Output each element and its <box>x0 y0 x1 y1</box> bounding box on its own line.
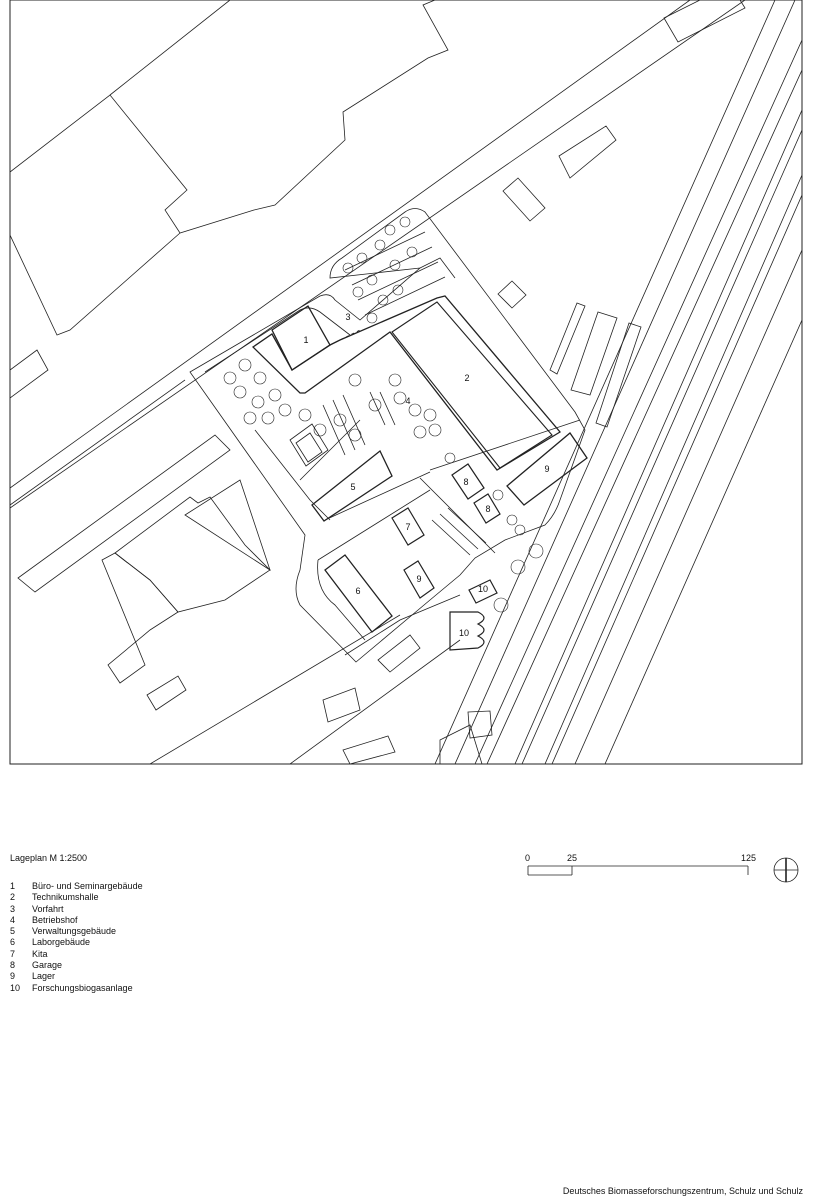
neighbour-building-north <box>10 0 449 234</box>
credit-line: Deutsches Biomasseforschungszentrum, Sch… <box>562 1186 803 1196</box>
label-building-1: 1 <box>303 335 308 345</box>
parking-rows <box>322 231 487 556</box>
trees <box>223 216 544 613</box>
legend-number: 2 <box>10 892 16 903</box>
building-10-biogas <box>449 611 485 651</box>
building-7 <box>391 507 425 546</box>
legend-item: 8 Garage <box>10 960 143 971</box>
label-building-5: 5 <box>350 482 355 492</box>
legend-item: 3 Vorfahrt <box>10 904 143 915</box>
building-1-2-wing <box>251 295 561 471</box>
legend-number: 8 <box>10 960 16 971</box>
legend-item: 1 Büro- und Seminargebäude <box>10 881 143 892</box>
label-building-8a: 8 <box>463 477 468 487</box>
legend-label: Forschungsbiogasanlage <box>32 982 133 993</box>
legend-number: 3 <box>10 903 16 914</box>
north-arrow-icon <box>773 857 799 883</box>
label-building-2: 2 <box>464 373 469 383</box>
site-plan: 1 2 3 4 5 6 7 8 8 9 9 10 10 <box>9 0 803 765</box>
building-ne-2 <box>502 177 546 222</box>
building-1 <box>271 305 331 371</box>
building-ne-3 <box>497 280 527 309</box>
building-8-b <box>473 493 501 524</box>
building-ne-1 <box>558 125 617 179</box>
label-building-10a: 10 <box>478 584 488 594</box>
neighbour-building-west <box>10 349 49 399</box>
scale-tick-25: 25 <box>567 853 578 863</box>
legend-item: 6 Laborgebäude <box>10 937 143 948</box>
building-8-a <box>451 463 485 500</box>
label-building-9b: 9 <box>416 574 421 584</box>
legend-number: 4 <box>10 914 16 925</box>
label-building-10b: 10 <box>459 628 469 638</box>
legend-label: Garage <box>32 960 63 971</box>
legend-item: 10 Forschungsbiogasanlage <box>10 983 143 994</box>
building-ne-4 <box>549 302 586 375</box>
scale-bar <box>527 865 749 876</box>
neighbour-building-sw-1 <box>17 434 231 593</box>
building-ne-6 <box>595 322 642 428</box>
scale-tick-125: 125 <box>741 853 757 863</box>
legend-label: Lager <box>32 971 56 982</box>
label-building-8b: 8 <box>485 504 490 514</box>
legend-item: 5 Verwaltungsgebäude <box>10 926 143 937</box>
legend-label: Verwaltungsgebäude <box>32 926 117 937</box>
legend-number: 10 <box>10 982 21 993</box>
legend-item: 7 Kita <box>10 949 143 960</box>
building-9-south <box>403 560 435 599</box>
legend-label: Kita <box>32 948 48 959</box>
legend-number: 7 <box>10 948 16 959</box>
label-building-9a: 9 <box>544 464 549 474</box>
legend-label: Technikumshalle <box>32 892 99 903</box>
plan-scale-caption: Lageplan M 1:2500 <box>10 853 88 863</box>
label-building-6: 6 <box>355 586 360 596</box>
legend-item: 9 Lager <box>10 971 143 982</box>
label-building-4: 4 <box>405 396 410 406</box>
building-2 <box>391 301 553 469</box>
label-vorfahrt-3: 3 <box>345 312 350 322</box>
legend-label: Laborgebäude <box>32 937 91 948</box>
building-10-small <box>468 579 498 604</box>
legend-number: 9 <box>10 971 16 982</box>
building-ne-5 <box>570 311 618 396</box>
legend-item: 4 Betriebshof <box>10 915 143 926</box>
building-6 <box>324 554 393 633</box>
building-9-east <box>506 432 588 506</box>
legend-number: 5 <box>10 926 16 937</box>
legend-label: Büro- und Seminargebäude <box>32 881 143 891</box>
legend-number: 1 <box>10 881 16 891</box>
scale-tick-0: 0 <box>525 853 531 863</box>
legend-label: Vorfahrt <box>32 903 64 914</box>
legend-number: 6 <box>10 937 16 948</box>
campus-boundary <box>189 208 586 663</box>
legend: 1 Büro- und Seminargebäude 2 Technikumshall… <box>10 881 143 994</box>
legend-item: 2 Technikumshalle <box>10 892 143 903</box>
plan-frame <box>9 0 803 765</box>
legend-label: Betriebshof <box>32 914 78 925</box>
label-building-7: 7 <box>405 522 410 532</box>
building-5 <box>311 449 393 522</box>
